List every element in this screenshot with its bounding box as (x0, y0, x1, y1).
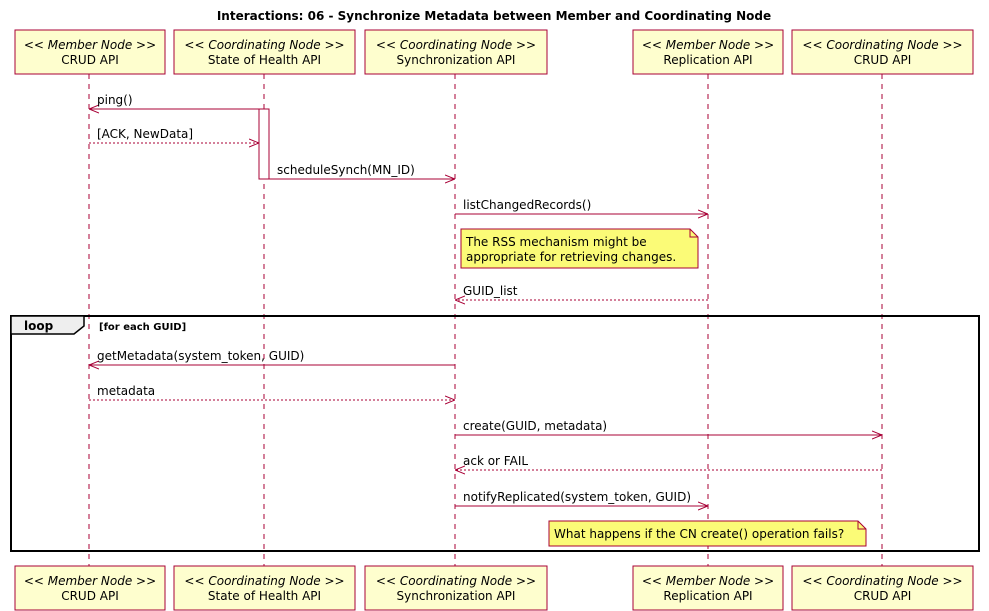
note-text: What happens if the CN create() operatio… (554, 527, 844, 541)
note-fold (857, 521, 866, 530)
participant-name: CRUD API (61, 53, 119, 67)
loop-keyword: loop (24, 319, 54, 333)
participant-top-0: << Member Node >>CRUD API (14, 29, 166, 75)
participant-stereotype: << Coordinating Node >> (184, 574, 344, 588)
participant-top-3: << Member Node >>Replication API (632, 29, 784, 75)
participant-bottom-2: << Coordinating Node >>Synchronization A… (364, 565, 548, 611)
message-1: [ACK, NewData] (89, 127, 259, 143)
participant-stereotype: << Coordinating Node >> (376, 38, 536, 52)
participant-top-4: << Coordinating Node >>CRUD API (791, 29, 974, 75)
participant-box (173, 29, 356, 75)
message-label: create(GUID, metadata) (463, 419, 607, 433)
participant-name: Synchronization API (397, 53, 516, 67)
participant-stereotype: << Member Node >> (24, 574, 156, 588)
participant-name: Replication API (663, 53, 752, 67)
participant-name: Synchronization API (397, 589, 516, 603)
message-label: [ACK, NewData] (97, 127, 193, 141)
activation-bar (258, 108, 270, 180)
message-0: ping() (89, 93, 259, 109)
participant-top-1: << Coordinating Node >>State of Health A… (173, 29, 356, 75)
participant-box (632, 29, 784, 75)
participant-stereotype: << Coordinating Node >> (802, 38, 962, 52)
participant-name: State of Health API (208, 53, 321, 67)
participant-box (791, 565, 974, 611)
message-8: ack or FAIL (455, 454, 882, 470)
message-6: metadata (89, 384, 455, 400)
message-label: ping() (97, 93, 133, 107)
participant-stereotype: << Member Node >> (642, 574, 774, 588)
note-box (548, 520, 867, 547)
participants-top: << Member Node >>CRUD API<< Coordinating… (14, 29, 974, 75)
note-text: The RSS mechanism might be (465, 235, 647, 249)
message-label: metadata (97, 384, 155, 398)
message-label: ack or FAIL (463, 454, 528, 468)
note-fold (689, 229, 698, 238)
participant-bottom-0: << Member Node >>CRUD API (14, 565, 166, 611)
loop-condition: [for each GUID] (99, 322, 186, 333)
note-box (460, 228, 699, 269)
participant-bottom-4: << Coordinating Node >>CRUD API (791, 565, 974, 611)
messages: ping() [ACK, NewData] scheduleSynch(MN_ID)… (89, 93, 882, 506)
participant-name: State of Health API (208, 589, 321, 603)
participant-name: CRUD API (854, 589, 912, 603)
participant-bottom-1: << Coordinating Node >>State of Health A… (173, 565, 356, 611)
message-4: GUID_list (455, 284, 708, 300)
message-7: create(GUID, metadata) (455, 419, 882, 435)
loop-border (10, 315, 980, 552)
participant-stereotype: << Member Node >> (24, 38, 156, 52)
message-5: getMetadata(system_token, GUID) (89, 349, 455, 365)
participant-box (791, 29, 974, 75)
participant-box (14, 565, 166, 611)
participant-stereotype: << Coordinating Node >> (376, 574, 536, 588)
participant-name: CRUD API (854, 53, 912, 67)
diagram-title: Interactions: 06 - Synchronize Metadata … (217, 9, 771, 23)
participant-stereotype: << Member Node >> (642, 38, 774, 52)
participant-name: Replication API (663, 589, 752, 603)
participant-bottom-3: << Member Node >>Replication API (632, 565, 784, 611)
loop-tab (10, 315, 85, 335)
loop-frame: loop [for each GUID] (10, 315, 980, 552)
participants-bottom: << Member Node >>CRUD API<< Coordinating… (14, 565, 974, 611)
message-label: getMetadata(system_token, GUID) (97, 349, 304, 363)
message-label: listChangedRecords() (463, 198, 591, 212)
message-2: scheduleSynch(MN_ID) (269, 163, 455, 179)
message-3: listChangedRecords() (455, 198, 708, 214)
participant-stereotype: << Coordinating Node >> (184, 38, 344, 52)
participant-box (364, 29, 548, 75)
activation-bar-state-of-health (258, 108, 270, 180)
message-9: notifyReplicated(system_token, GUID) (455, 490, 708, 506)
participant-box (173, 565, 356, 611)
message-label: GUID_list (463, 284, 518, 298)
participant-stereotype: << Coordinating Node >> (802, 574, 962, 588)
note-text: appropriate for retrieving changes. (466, 250, 676, 264)
participant-box (14, 29, 166, 75)
participant-name: CRUD API (61, 589, 119, 603)
message-label: notifyReplicated(system_token, GUID) (463, 490, 691, 504)
participant-top-2: << Coordinating Node >>Synchronization A… (364, 29, 548, 75)
message-label: scheduleSynch(MN_ID) (277, 163, 415, 177)
note-1: What happens if the CN create() operatio… (548, 520, 867, 547)
participant-box (632, 565, 784, 611)
participant-box (364, 565, 548, 611)
